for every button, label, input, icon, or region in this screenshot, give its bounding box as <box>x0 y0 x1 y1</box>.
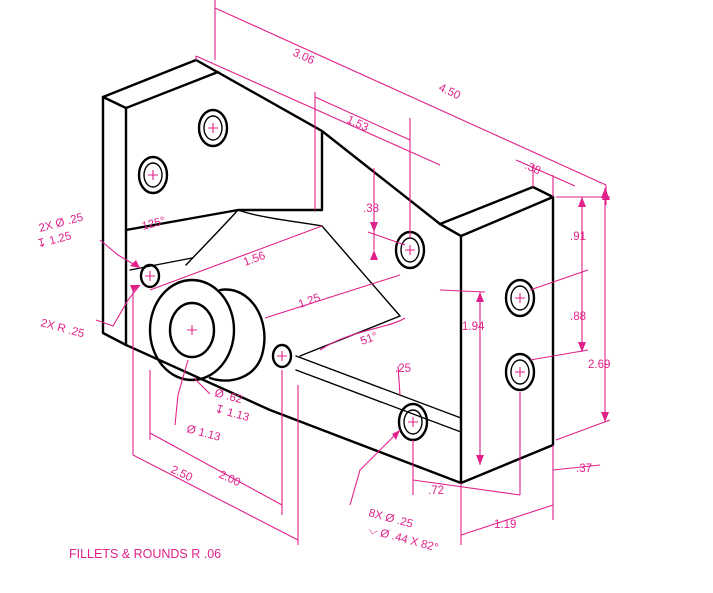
right-hole-2-inner <box>510 359 530 385</box>
dim-3-06: 3.06 <box>291 47 316 67</box>
dim-88: .88 <box>570 311 586 323</box>
left-wall-outline <box>101 58 324 347</box>
wall-hole-1-inner <box>203 115 223 141</box>
right-hole-1 <box>504 278 536 318</box>
right-wall-face-top <box>459 195 555 238</box>
boss-bore <box>168 301 216 359</box>
dim-1-94: 1.94 <box>462 321 485 333</box>
callout-boss-depth: ↧ 1.13 <box>213 403 250 424</box>
dim-1-56: 1.56 <box>242 250 267 269</box>
left-wall-top-edge <box>124 70 220 110</box>
dim-125-deg: 125° <box>141 215 167 233</box>
wall-hole-2 <box>137 155 169 195</box>
center-marks <box>145 123 525 427</box>
dim-51-deg: 51° <box>359 331 379 348</box>
back-plate-edge <box>320 129 442 226</box>
callout-8x-hole-csk: ⌵ Ø .44 X 82° <box>367 524 439 554</box>
dim-2-50: 2.50 <box>169 464 194 484</box>
ear-top <box>129 257 193 271</box>
fillets-note: FILLETS & ROUNDS R .06 <box>69 547 221 561</box>
dim-1-19: 1.19 <box>494 519 516 531</box>
boss-outer <box>148 278 236 382</box>
arrowheads <box>130 188 610 465</box>
base-front-edge <box>124 343 463 485</box>
ear-hole-right <box>271 343 293 369</box>
bracket-part <box>101 58 555 485</box>
dim-91: .91 <box>570 231 586 243</box>
right-wall-top-edge <box>438 222 463 238</box>
boss-side <box>208 288 266 382</box>
base-top-edge <box>295 355 462 419</box>
base-hole-1-inner <box>403 409 423 435</box>
left-wall-inner-top <box>217 71 323 132</box>
rib-left-edge <box>185 209 239 266</box>
dim-72: .72 <box>428 485 444 497</box>
wall-hole-1 <box>197 108 229 148</box>
dimension-labels: 4.50 3.06 1.53 .38 .38 .91 .88 2.69 1.94… <box>141 47 611 531</box>
dim-1-25: 1.25 <box>297 292 322 311</box>
callout-2x-hole-dia: 2X Ø .25 <box>38 212 85 235</box>
left-wall-edge <box>101 95 128 110</box>
dim-4-50: 4.50 <box>437 82 462 102</box>
right-hole-1-inner <box>510 285 530 311</box>
right-wall-outline <box>438 185 555 485</box>
ear-hole-left <box>139 263 161 289</box>
dim-38-top: .38 <box>523 160 543 178</box>
wall-hole-2-inner <box>143 162 163 188</box>
dim-2-69: 2.69 <box>588 359 610 371</box>
dim-38-mid: .38 <box>363 203 379 215</box>
callout-boss-outer: Ø 1.13 <box>185 423 221 444</box>
base-top-edge-2 <box>295 369 462 433</box>
dim-2-00: 2.00 <box>217 469 242 489</box>
dim-25: .25 <box>395 363 411 375</box>
dim-1-53: 1.53 <box>345 114 370 134</box>
right-hole-2 <box>504 352 536 392</box>
dim-37: .37 <box>576 463 592 475</box>
dimension-lines <box>95 0 611 545</box>
callout-2x-radius: 2X R .25 <box>39 317 85 340</box>
